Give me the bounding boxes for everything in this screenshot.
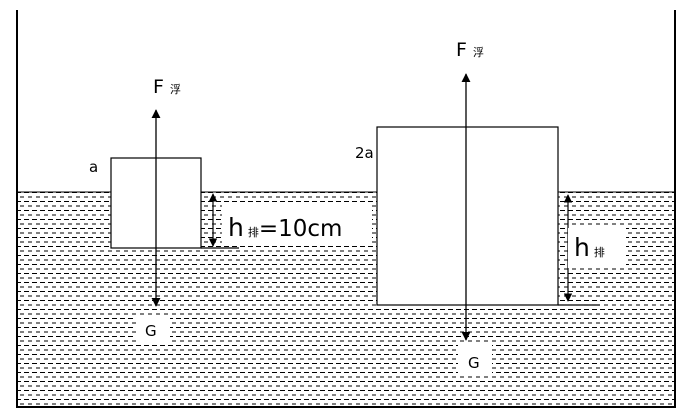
block-a-label: a xyxy=(89,158,98,176)
gravity-label-left: G xyxy=(145,322,157,340)
gravity-label-right: G xyxy=(468,354,480,372)
block-2a xyxy=(376,126,559,306)
block-2a-label: 2a xyxy=(355,144,374,162)
container xyxy=(16,10,676,408)
